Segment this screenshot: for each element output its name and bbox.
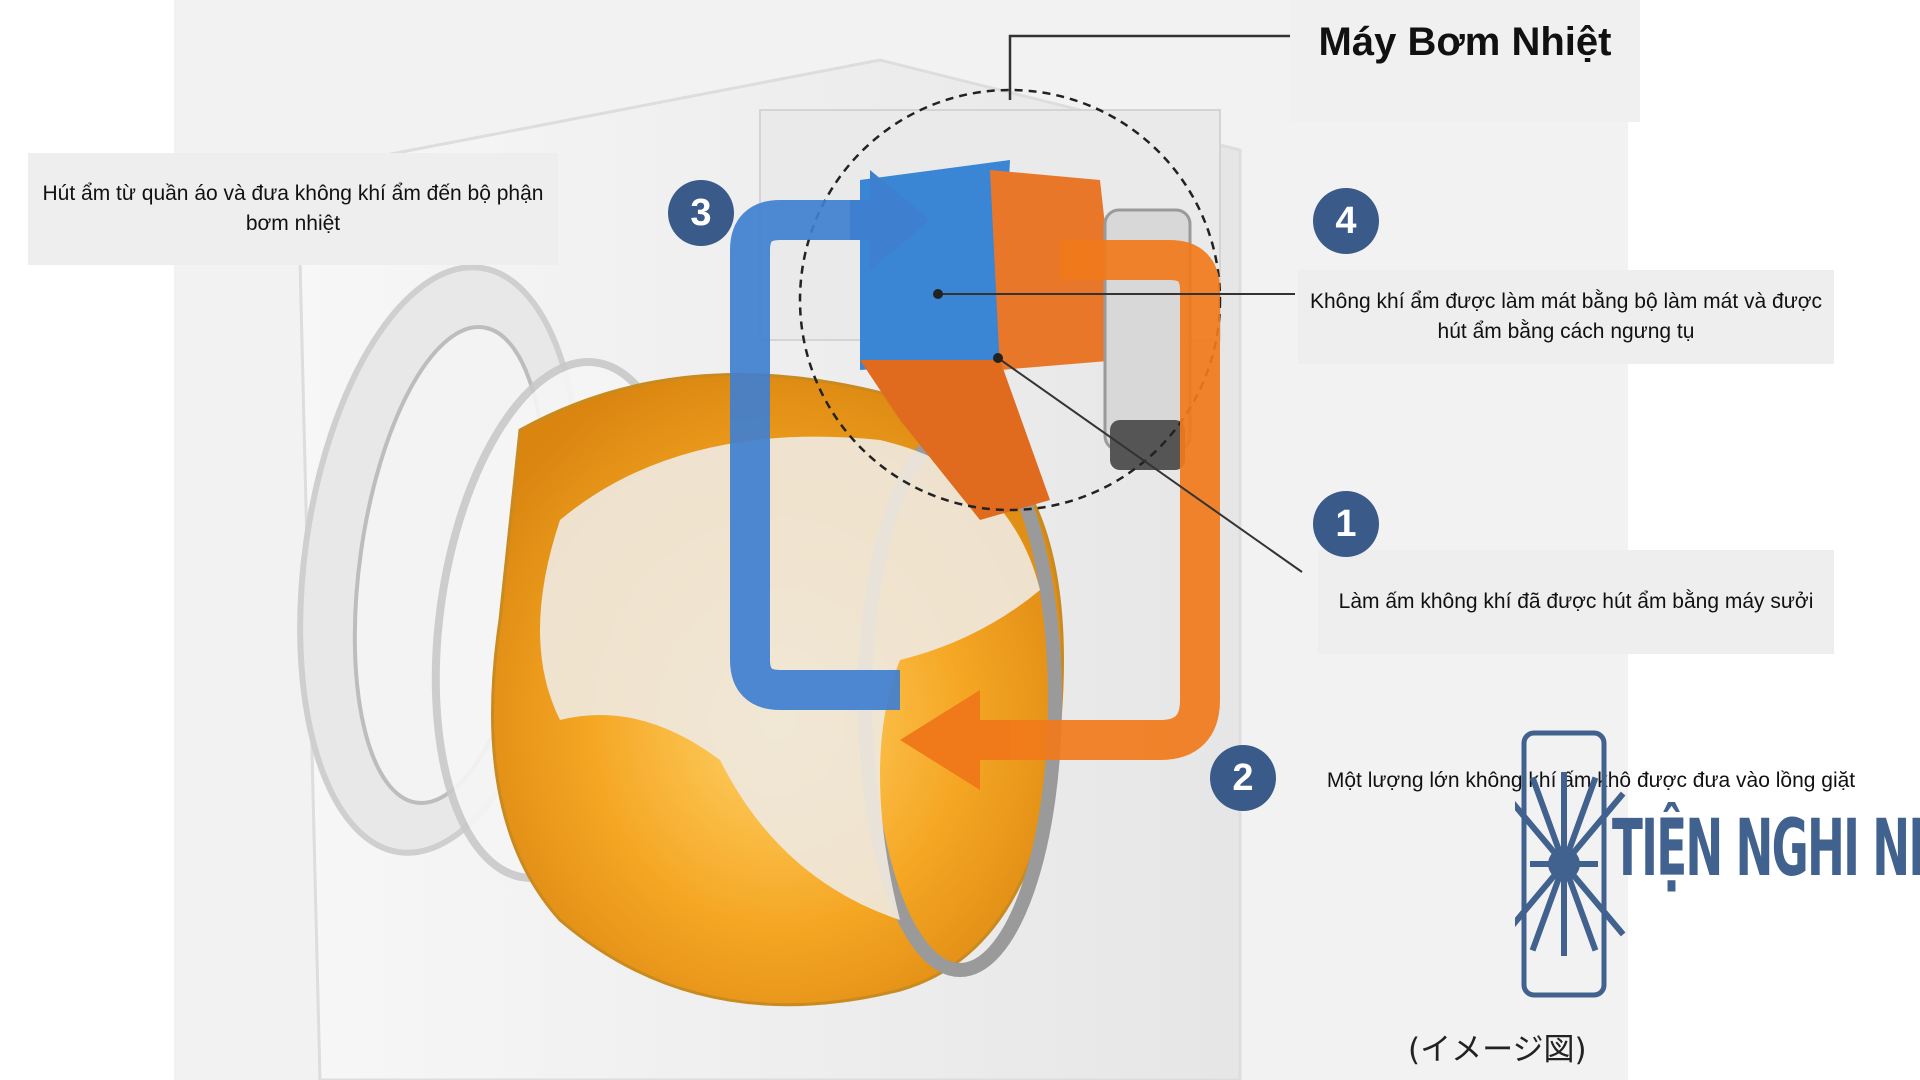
step3-label-box: Hút ẩm từ quần áo và đưa không khí ẩm đế… bbox=[28, 153, 558, 265]
step2-badge: 2 bbox=[1210, 745, 1276, 811]
warm-flow-arrow bbox=[900, 690, 1010, 790]
brand-logo-text: TIỆN NGHI NHẬT bbox=[1612, 804, 1920, 894]
step1-label-box: Làm ấm không khí đã được hút ẩm bằng máy… bbox=[1318, 550, 1834, 654]
step4-label-box: Không khí ẩm được làm mát bằng bộ làm má… bbox=[1298, 270, 1834, 364]
title-box: Máy Bơm Nhiệt bbox=[1290, 0, 1640, 122]
step3-badge: 3 bbox=[668, 180, 734, 246]
step2-label-box: Một lượng lớn không khí ấm khô được đưa … bbox=[1308, 738, 1874, 824]
step2-label: Một lượng lớn không khí ấm khô được đưa … bbox=[1326, 769, 1856, 792]
step4-label: Không khí ẩm được làm mát bằng bộ làm má… bbox=[1309, 290, 1823, 343]
step2-number: 2 bbox=[1232, 756, 1254, 799]
page-title: Máy Bơm Nhiệt bbox=[1318, 19, 1612, 64]
leader-step1 bbox=[997, 357, 1303, 573]
step3-label: Hút ẩm từ quần áo và đưa không khí ẩm đế… bbox=[42, 182, 544, 235]
cold-flow-arrow bbox=[850, 170, 930, 270]
step4-number: 4 bbox=[1335, 199, 1357, 242]
step1-number: 1 bbox=[1335, 502, 1357, 545]
warm-flow-path bbox=[960, 240, 1220, 760]
image-caption: (イメージ図) bbox=[1408, 1032, 1587, 1068]
heat-pump-heater bbox=[990, 170, 1120, 370]
cold-flow-path bbox=[730, 200, 900, 710]
step3-number: 3 bbox=[690, 191, 712, 234]
step1-badge: 1 bbox=[1313, 491, 1379, 557]
step1-label: Làm ấm không khí đã được hút ẩm bằng máy… bbox=[1338, 590, 1814, 613]
motor-cap bbox=[1110, 420, 1185, 470]
brand-logo-emblem bbox=[1515, 730, 1626, 998]
leader-title bbox=[1008, 34, 1290, 100]
step4-badge: 4 bbox=[1313, 188, 1379, 254]
leader-step1-dot bbox=[993, 353, 1003, 363]
heat-pump-base bbox=[860, 360, 1050, 520]
leader-step4-dot bbox=[933, 289, 943, 299]
